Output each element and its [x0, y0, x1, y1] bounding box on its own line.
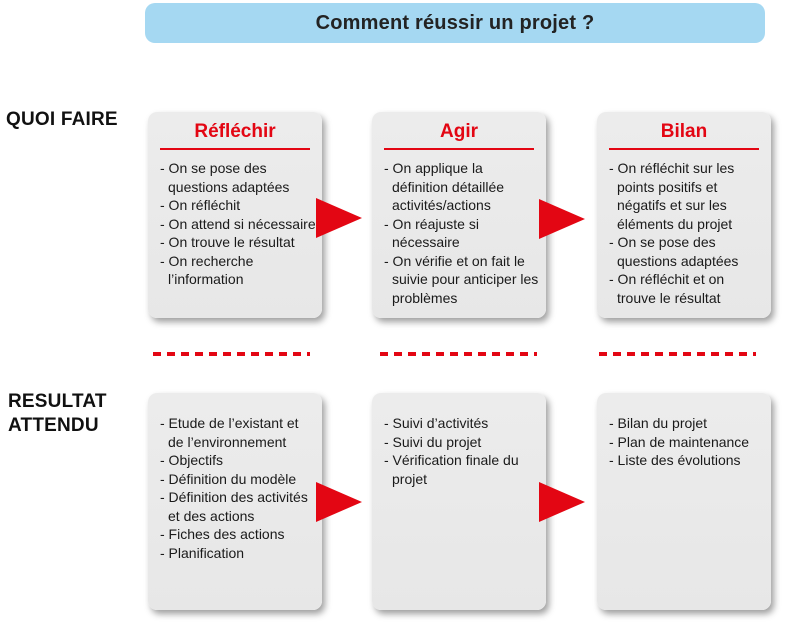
box-item-list: - Bilan du projet - Plan de maintenance … — [597, 393, 771, 470]
list-item: - Fiches des actions — [160, 526, 285, 542]
box-title-agir: Agir — [440, 121, 478, 142]
list-item: - Vérification finale du projet — [384, 452, 519, 487]
list-item: - On recherche l’information — [160, 252, 254, 288]
box-item-list: - Suivi d’activités - Suivi du projet - … — [372, 393, 546, 488]
list-item: - Définition du modèle — [160, 470, 297, 487]
list-item: - Suivi du projet — [384, 433, 482, 450]
arrow-right-icon — [316, 198, 362, 238]
list-item: - Etude de l’existant et de l’environnem… — [160, 415, 299, 450]
dashed-separator — [599, 352, 756, 356]
list-item: - Définition des activités et des action… — [160, 489, 308, 524]
list-item: - On réfléchit et on trouve le résultat — [609, 271, 725, 306]
list-item: - On se pose des questions adaptées — [160, 160, 290, 195]
dashed-separator — [380, 352, 537, 356]
diagram-title-bar: Comment réussir un projet ? — [145, 3, 765, 43]
list-item: - On se pose des questions adaptées — [609, 234, 739, 269]
box-item-list: - On applique la définition détaillée ac… — [372, 150, 546, 307]
box-title-reflechir: Réfléchir — [194, 121, 276, 142]
arrow-right-icon — [316, 482, 362, 522]
list-item: - On trouve le résultat — [160, 234, 295, 250]
resultat-box-agir: - Suivi d’activités - Suivi du projet - … — [372, 393, 546, 610]
list-item: - On réfléchit sur les points positifs e… — [609, 160, 735, 232]
list-item: - On réfléchit — [160, 197, 241, 213]
list-item: - On vérifie et on fait le suivie pour a… — [384, 252, 539, 306]
box-item-list: - On se pose des questions adaptées - On… — [148, 150, 322, 289]
box-item-list: - On réfléchit sur les points positifs e… — [597, 150, 771, 307]
title-underline — [384, 148, 534, 150]
quoi-faire-box-bilan: Bilan - On réfléchit sur les points posi… — [597, 112, 771, 318]
row-label-resultat-attendu: RESULTAT ATTENDU — [8, 391, 107, 436]
resultat-box-reflechir: - Etude de l’existant et de l’environnem… — [148, 393, 322, 610]
list-item: - Suivi d’activités — [384, 415, 489, 431]
resultat-box-bilan: - Bilan du projet - Plan de maintenance … — [597, 393, 771, 610]
list-item: - Planification — [160, 544, 245, 561]
list-item: - Bilan du projet — [609, 415, 708, 431]
arrow-right-icon — [539, 482, 585, 522]
quoi-faire-box-agir: Agir - On applique la définition détaill… — [372, 112, 546, 318]
diagram-title: Comment réussir un projet ? — [315, 11, 595, 34]
title-underline — [160, 148, 310, 150]
list-item: - On réajuste si nécessaire — [384, 215, 479, 251]
dashed-separator — [153, 352, 310, 356]
box-item-list: - Etude de l’existant et de l’environnem… — [148, 393, 322, 562]
list-item: - Objectifs — [160, 452, 224, 468]
quoi-faire-box-reflechir: Réfléchir - On se pose des questions ada… — [148, 112, 322, 318]
list-item: - On attend si nécessaire — [160, 215, 316, 232]
list-item: - On applique la définition détaillée ac… — [384, 160, 505, 213]
list-item: - Plan de maintenance — [609, 433, 750, 450]
box-title-bilan: Bilan — [660, 121, 708, 142]
title-underline — [609, 148, 759, 150]
arrow-right-icon — [539, 199, 585, 239]
list-item: - Liste des évolutions — [609, 452, 741, 468]
row-label-quoi-faire: QUOI FAIRE — [6, 109, 118, 130]
